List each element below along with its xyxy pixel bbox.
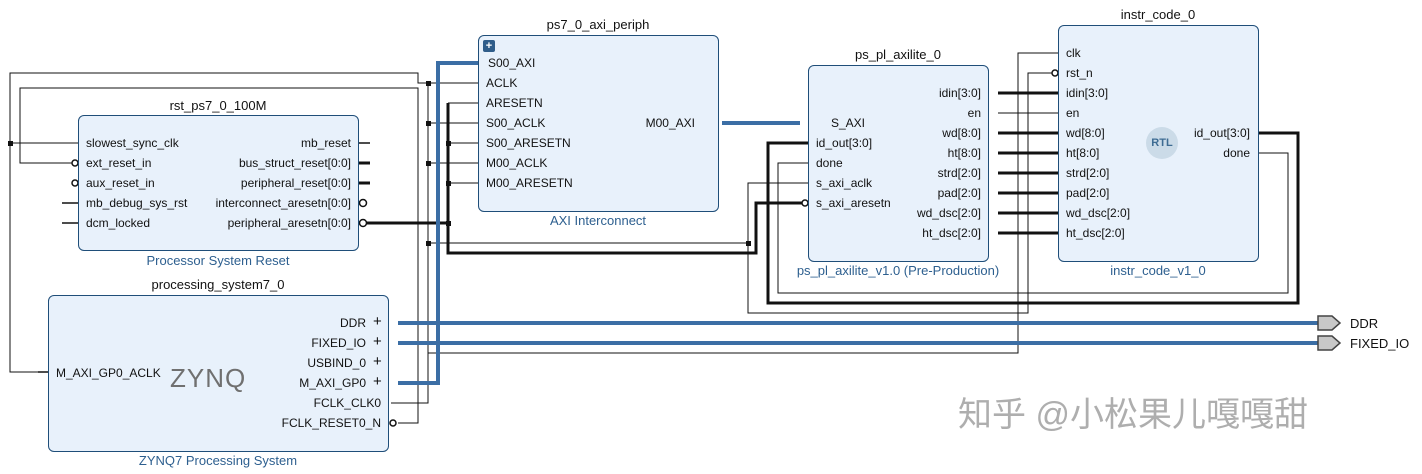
port-done-out[interactable]: done — [1223, 146, 1250, 160]
port-clk[interactable]: clk — [1066, 46, 1081, 60]
axi-block-subtitle: AXI Interconnect — [549, 213, 647, 228]
port-wd-out[interactable]: wd[8:0] — [942, 126, 981, 140]
port-fixed-io[interactable]: FIXED_IO — [311, 336, 366, 350]
net-m-axi-gp0-aclk[interactable] — [9, 72, 428, 373]
watermark: 知乎 @小松果儿嘎嘎甜 — [958, 396, 1308, 434]
port-strd-in[interactable]: strd[2:0] — [1066, 166, 1110, 180]
port-bus-struct-reset[interactable]: bus_struct_reset[0:0] — [238, 156, 351, 170]
net-fclk-reset0-n[interactable] — [19, 87, 419, 424]
zynq-logo: ZYNQ — [170, 363, 247, 393]
ps7-block-title: processing_system7_0 — [151, 277, 285, 292]
pl-block-title: ps_pl_axilite_0 — [854, 47, 941, 62]
port-ht-dsc-out[interactable]: ht_dsc[2:0] — [922, 226, 981, 240]
port-ht-in[interactable]: ht[8:0] — [1066, 146, 1100, 160]
port-mb-debug-sys-rst[interactable]: mb_debug_sys_rst — [86, 196, 188, 210]
port-m-axi-gp0[interactable]: M_AXI_GP0 — [299, 376, 366, 390]
ddr-port-arrow[interactable] — [1317, 315, 1342, 331]
expand-usbind-icon[interactable]: + — [373, 353, 382, 370]
port-s00-axi[interactable]: S00_AXI — [488, 56, 536, 70]
port-aux-reset-in[interactable]: aux_reset_in — [86, 176, 155, 190]
ps7-block[interactable] — [48, 295, 389, 452]
port-s-axi-aresetn[interactable]: s_axi_aresetn — [816, 196, 891, 210]
port-wd-in[interactable]: wd[8:0] — [1066, 126, 1105, 140]
port-pad-in[interactable]: pad[2:0] — [1066, 186, 1110, 200]
port-id-out[interactable]: id_out[3:0] — [1193, 126, 1250, 140]
port-ext-reset-in[interactable]: ext_reset_in — [86, 156, 152, 170]
external-port-fixed-io[interactable]: FIXED_IO — [1350, 336, 1410, 351]
net-peripheral-aresetn[interactable] — [360, 201, 802, 255]
fixed-io-port-arrow[interactable] — [1317, 335, 1342, 351]
port-m-axi-gp0-aclk[interactable]: M_AXI_GP0_ACLK — [56, 366, 161, 380]
rst-block-subtitle: Processor System Reset — [146, 253, 290, 268]
expand-block-icon[interactable]: + — [483, 40, 495, 52]
port-peripheral-aresetn[interactable]: peripheral_aresetn[0:0] — [227, 216, 351, 230]
port-m00-aclk[interactable]: M00_ACLK — [486, 156, 548, 170]
port-idin-out[interactable]: idin[3:0] — [938, 86, 981, 100]
port-en-out[interactable]: en — [967, 106, 981, 120]
port-ht-out[interactable]: ht[8:0] — [947, 146, 981, 160]
instr-block-title: instr_code_0 — [1120, 7, 1196, 22]
port-en-in[interactable]: en — [1066, 106, 1080, 120]
port-m00-axi[interactable]: M00_AXI — [645, 116, 695, 130]
port-ht-dsc-in[interactable]: ht_dsc[2:0] — [1066, 226, 1125, 240]
port-pad-out[interactable]: pad[2:0] — [937, 186, 981, 200]
port-interconnect-aresetn[interactable]: interconnect_aresetn[0:0] — [215, 196, 351, 210]
port-usbind-0[interactable]: USBIND_0 — [307, 356, 366, 370]
expand-m-axi-gp0-icon[interactable]: + — [373, 373, 382, 390]
expand-ddr-icon[interactable]: + — [373, 313, 382, 330]
port-strd-out[interactable]: strd[2:0] — [937, 166, 981, 180]
port-s-axi[interactable]: S_AXI — [831, 116, 866, 130]
port-wd-dsc-in[interactable]: wd_dsc[2:0] — [1066, 206, 1131, 220]
port-fclk-clk0[interactable]: FCLK_CLK0 — [313, 396, 381, 410]
external-port-ddr[interactable]: DDR — [1350, 316, 1379, 331]
port-s00-aclk[interactable]: S00_ACLK — [486, 116, 546, 130]
port-aresetn[interactable]: ARESETN — [486, 96, 543, 110]
port-aclk[interactable]: ACLK — [486, 76, 518, 90]
instr-block-subtitle: instr_code_v1_0 — [1110, 263, 1206, 278]
port-ddr[interactable]: DDR — [340, 316, 366, 330]
rst-block-title: rst_ps7_0_100M — [169, 98, 267, 113]
port-s00-aresetn[interactable]: S00_ARESETN — [486, 136, 571, 150]
port-mb-reset[interactable]: mb_reset — [300, 136, 351, 150]
axi-s00-bus[interactable] — [398, 61, 478, 385]
rst-block[interactable] — [78, 115, 359, 251]
net-instr-clk[interactable] — [428, 52, 1058, 354]
port-peripheral-reset[interactable]: peripheral_reset[0:0] — [240, 176, 351, 190]
port-m00-aresetn[interactable]: M00_ARESETN — [486, 176, 573, 190]
pl-block[interactable] — [808, 65, 989, 262]
port-idin-in[interactable]: idin[3:0] — [1066, 86, 1109, 100]
port-fclk-reset0-n[interactable]: FCLK_RESET0_N — [281, 416, 381, 430]
port-rst-n[interactable]: rst_n — [1066, 66, 1093, 80]
port-slowest-sync-clk[interactable]: slowest_sync_clk — [86, 136, 179, 150]
port-wd-dsc-out[interactable]: wd_dsc[2:0] — [916, 206, 981, 220]
net-done[interactable] — [777, 152, 1289, 294]
axi-block-title: ps7_0_axi_periph — [546, 17, 650, 32]
bus-id-out[interactable] — [766, 131, 1300, 305]
port-done-in[interactable]: done — [816, 156, 843, 170]
expand-fixed-io-icon[interactable]: + — [373, 333, 382, 350]
ps7-block-subtitle: ZYNQ7 Processing System — [138, 453, 298, 468]
port-s-axi-aclk[interactable]: s_axi_aclk — [816, 176, 873, 190]
port-dcm-locked[interactable]: dcm_locked — [86, 216, 151, 230]
net-rst-n[interactable] — [747, 72, 1052, 314]
port-id-out-in[interactable]: id_out[3:0] — [816, 136, 873, 150]
axi-block[interactable] — [478, 35, 719, 212]
pl-block-subtitle: ps_pl_axilite_v1.0 (Pre-Production) — [796, 263, 1000, 278]
rtl-badge-icon: RTL — [1146, 127, 1178, 159]
